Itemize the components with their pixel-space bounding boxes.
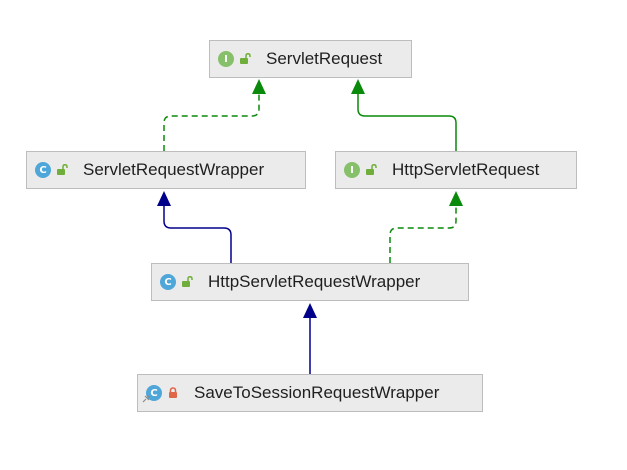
node-servletrequestwrapper[interactable]: C ServletRequestWrapper: [26, 151, 306, 189]
edge-httpservletrequestwrapper-implements-httpservletrequest: [389, 204, 457, 263]
public-lock-open-icon: [180, 275, 194, 289]
public-lock-open-icon: [55, 163, 69, 177]
arrowhead-httpservletrequest: [449, 191, 463, 206]
interface-icon: I: [218, 51, 234, 67]
class-icon: C: [160, 274, 176, 290]
arrowhead-servletrequest-left: [252, 79, 266, 94]
edge-httpservletrequest-extends-servletrequest: [357, 92, 457, 151]
arrowhead-servletrequestwrapper: [157, 191, 171, 206]
class-icon: C: [35, 162, 51, 178]
node-servletrequest[interactable]: I ServletRequest: [209, 40, 412, 78]
class-icon-wrapper: C: [142, 385, 162, 403]
node-httpservletrequestwrapper[interactable]: C HttpServletRequestWrapper: [151, 263, 469, 301]
edge-httpservletrequestwrapper-extends-servletrequestwrapper: [163, 204, 232, 263]
arrowhead-httpservletrequestwrapper: [303, 303, 317, 318]
node-label: HttpServletRequestWrapper: [208, 272, 421, 291]
node-label: HttpServletRequest: [392, 160, 540, 179]
interface-icon: I: [344, 162, 360, 178]
arrowhead-servletrequest-right: [351, 79, 365, 94]
edge-servletrequestwrapper-implements-servletrequest: [163, 92, 260, 151]
public-lock-open-icon: [364, 163, 378, 177]
node-label: ServletRequest: [266, 49, 383, 68]
node-label: SaveToSessionRequestWrapper: [194, 383, 440, 402]
private-lock-icon: [166, 386, 180, 400]
node-savetosessionrequestwrapper[interactable]: C SaveToSessionRequestWrapper: [137, 374, 483, 412]
class-icon: C: [146, 385, 162, 401]
node-httpservletrequest[interactable]: I HttpServletRequest: [335, 151, 577, 189]
node-label: ServletRequestWrapper: [83, 160, 265, 179]
public-lock-open-icon: [238, 52, 252, 66]
pin-icon: [142, 394, 151, 403]
